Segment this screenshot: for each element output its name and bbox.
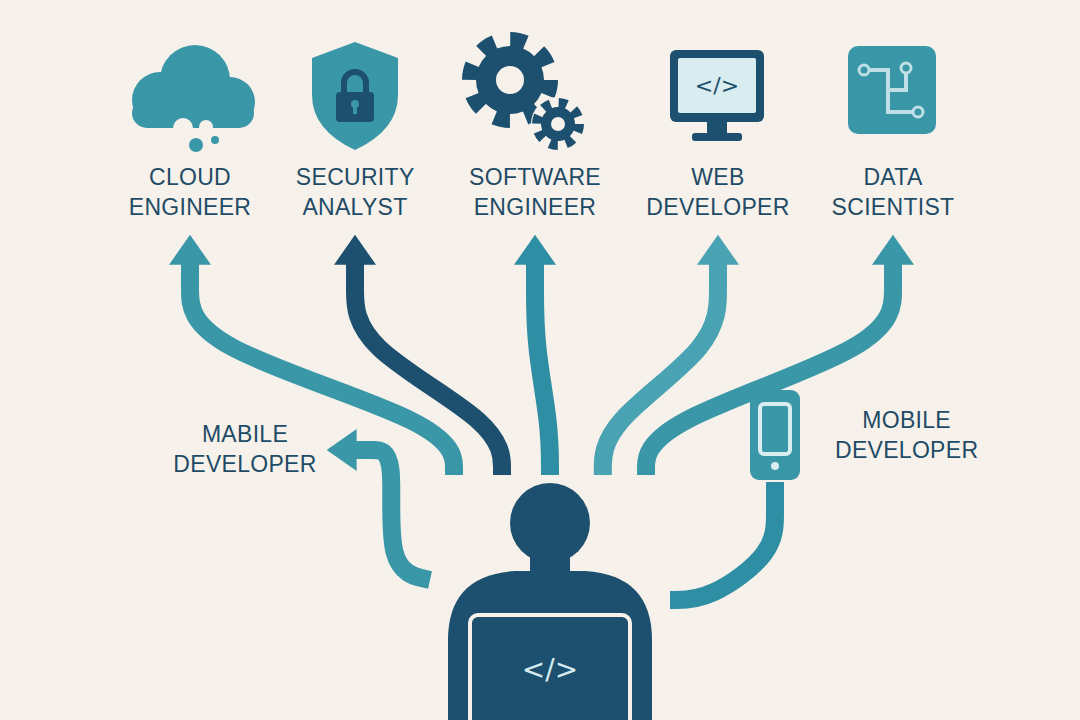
role-label: WEB DEVELOPER [646, 163, 789, 223]
role-node: SECURITY ANALYST [296, 163, 414, 223]
arrow-head [334, 235, 376, 265]
role-label: DATA SCIENTIST [832, 163, 955, 223]
role-node: DATA SCIENTIST [832, 163, 955, 223]
arrow-head [327, 429, 357, 471]
arrow-head [697, 235, 739, 265]
arrow-shaft [535, 261, 550, 475]
career-arrow [670, 482, 775, 600]
monitor-icon [670, 50, 764, 141]
career-arrow [327, 429, 430, 580]
career-arrow [514, 235, 556, 475]
screen-code: </> [678, 58, 756, 113]
role-node: MABILE DEVELOPER [173, 420, 316, 480]
laptop-code: </> [470, 615, 630, 720]
shield-icon [312, 42, 398, 150]
role-node: CLOUD ENGINEER [129, 163, 252, 223]
laptop [470, 615, 630, 720]
role-label: MABILE DEVELOPER [173, 420, 316, 480]
circuit-icon [848, 46, 936, 134]
phone-icon [750, 390, 800, 480]
role-label: CLOUD ENGINEER [129, 163, 252, 223]
role-node: MOBILE DEVELOPER [745, 388, 978, 484]
arrow-shaft [353, 450, 430, 580]
cloud-icon [132, 45, 255, 152]
role-node: SOFTWARE ENGINEER [469, 163, 601, 223]
arrow-head [872, 235, 914, 265]
role-node: WEB DEVELOPER [646, 163, 789, 223]
person-head [510, 483, 590, 563]
gear-icon [470, 40, 580, 146]
role-label: SOFTWARE ENGINEER [469, 163, 601, 223]
role-label: MOBILE DEVELOPER [835, 406, 978, 466]
arrow-shaft [670, 482, 775, 600]
role-label: SECURITY ANALYST [296, 163, 414, 223]
career-arrow [334, 235, 502, 475]
arrow-head [169, 235, 211, 265]
arrow-head [514, 235, 556, 265]
developer-figure: </> [430, 475, 670, 720]
